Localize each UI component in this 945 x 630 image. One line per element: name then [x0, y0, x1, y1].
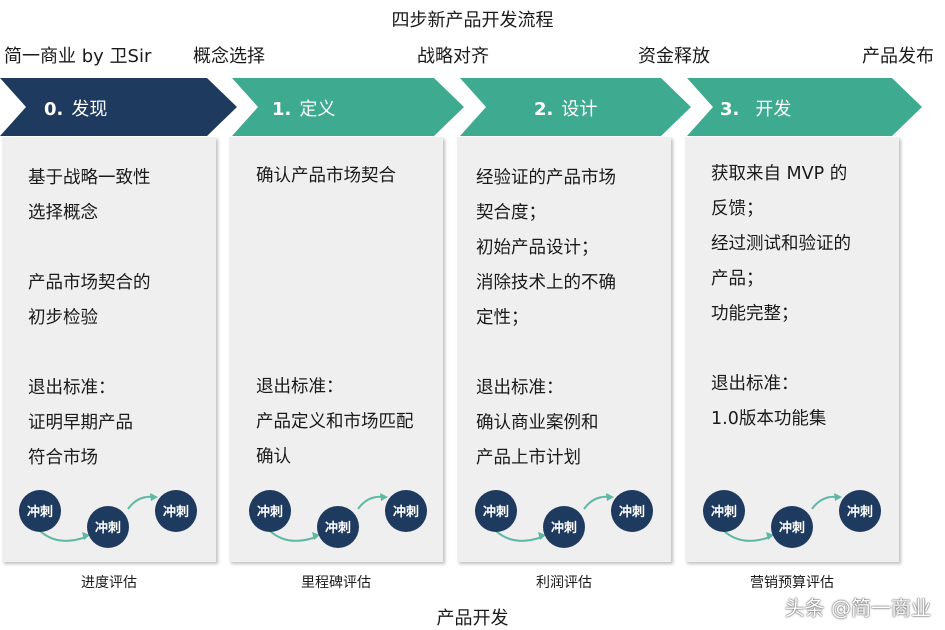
sprint-label: 冲刺	[257, 504, 283, 520]
sprint-label: 冲刺	[163, 504, 189, 520]
stage-3-number: 3.	[720, 99, 740, 120]
chevron-stage-1	[232, 78, 464, 136]
stage-0-line: 证明早期产品	[28, 413, 133, 433]
stage-2-number: 2.	[534, 99, 554, 120]
watermark: 头条 @简一商业	[784, 596, 931, 620]
sprint-circle	[155, 490, 197, 532]
stage-0-review: 进度评估	[81, 575, 137, 591]
stage-3-line: 1.0版本功能集	[711, 409, 827, 429]
stage-2-line: 经验证的产品市场	[476, 168, 616, 188]
stage-2-exit-label: 退出标准：	[476, 378, 564, 398]
stage-2-name: 设计	[561, 99, 598, 120]
sprint-cycle-2: 冲刺 冲刺 冲刺	[475, 490, 653, 548]
stage-0-exit-label: 退出标准：	[28, 378, 116, 398]
stage-1-number: 1.	[272, 99, 292, 120]
sprint-label: 冲刺	[325, 520, 351, 536]
stage-3-line: 反馈；	[711, 199, 764, 219]
stage-1-review: 里程碑评估	[301, 575, 371, 591]
stage-3-line: 功能完整；	[711, 304, 799, 324]
sprint-cycle-3: 冲刺 冲刺 冲刺	[703, 490, 881, 548]
sprint-label: 冲刺	[95, 520, 121, 536]
stage-3-line: 经过测试和验证的	[711, 234, 851, 254]
sprint-circle	[771, 506, 813, 548]
stage-3-line: 获取来自 MVP 的	[711, 164, 848, 184]
stage-1-line: 确认产品市场契合	[256, 166, 396, 186]
stage-0-name: 发现	[71, 99, 108, 120]
stage-3-exit-label: 退出标准：	[711, 374, 799, 394]
stage-2-line: 消除技术上的不确	[476, 273, 616, 293]
sprint-label: 冲刺	[711, 504, 737, 520]
sprint-label: 冲刺	[393, 504, 419, 520]
sprint-circle	[611, 490, 653, 532]
stage-0-heading: 0. 发现	[44, 95, 107, 121]
sprint-circle	[703, 490, 745, 532]
sprint-circle	[249, 490, 291, 532]
sprint-circle	[385, 490, 427, 532]
stage-2-heading: 2. 设计	[534, 95, 597, 121]
chevron-stage-2	[460, 78, 691, 136]
stage-3-name: 开发	[755, 99, 792, 120]
gate-label-launch: 产品发布	[862, 46, 934, 67]
stage-1-name: 定义	[299, 99, 336, 120]
stage-1-line: 确认	[256, 447, 291, 467]
chevron-stage-3	[687, 78, 922, 136]
footer-label: 产品开发	[436, 608, 509, 629]
stage-1-exit-label: 退出标准：	[256, 377, 344, 397]
gate-label-funding: 资金释放	[638, 46, 710, 67]
page-title: 四步新产品开发流程	[391, 10, 554, 31]
stage-0-line: 选择概念	[28, 203, 98, 223]
sprint-label: 冲刺	[27, 504, 53, 520]
stage-0-line: 基于战略一致性	[28, 168, 151, 188]
sprint-label: 冲刺	[847, 504, 873, 520]
stage-2-line: 初始产品设计；	[476, 238, 599, 258]
stage-0-line: 符合市场	[28, 448, 98, 468]
gate-label-strategy: 战略对齐	[417, 46, 489, 67]
stage-0-line: 初步检验	[28, 308, 98, 328]
stage-3-review: 营销预算评估	[750, 575, 834, 591]
stage-3-heading: 3. 开发	[720, 95, 791, 121]
sprint-label: 冲刺	[779, 520, 805, 536]
sprint-label: 冲刺	[551, 520, 577, 536]
stage-2-line: 契合度；	[476, 203, 546, 223]
stage-2-line: 确认商业案例和	[476, 413, 599, 433]
chevron-stage-0	[0, 78, 237, 136]
stage-1-line: 产品定义和市场匹配	[256, 412, 414, 432]
sprint-circle	[19, 490, 61, 532]
stage-2-review: 利润评估	[536, 575, 592, 591]
stage-1-heading: 1. 定义	[272, 95, 335, 121]
sprint-cycle-1: 冲刺 冲刺 冲刺	[249, 490, 427, 548]
sprint-circle	[87, 506, 129, 548]
stage-3-line: 产品；	[711, 269, 764, 289]
sprint-circle	[839, 490, 881, 532]
sprint-label: 冲刺	[619, 504, 645, 520]
stage-0-number: 0.	[44, 99, 64, 120]
gate-label-concept: 概念选择	[193, 46, 265, 67]
sprint-circle	[475, 490, 517, 532]
sprint-label: 冲刺	[483, 504, 509, 520]
stage-2-line: 产品上市计划	[476, 448, 581, 468]
stage-2-line: 定性；	[476, 308, 529, 328]
gate-label-author: 简一商业 by 卫Sir	[4, 46, 152, 67]
stage-0-line: 产品市场契合的	[28, 273, 151, 293]
sprint-circle	[543, 506, 585, 548]
sprint-circle	[317, 506, 359, 548]
process-chevrons	[0, 78, 922, 136]
sprint-cycle-0: 冲刺 冲刺 冲刺	[19, 490, 197, 548]
